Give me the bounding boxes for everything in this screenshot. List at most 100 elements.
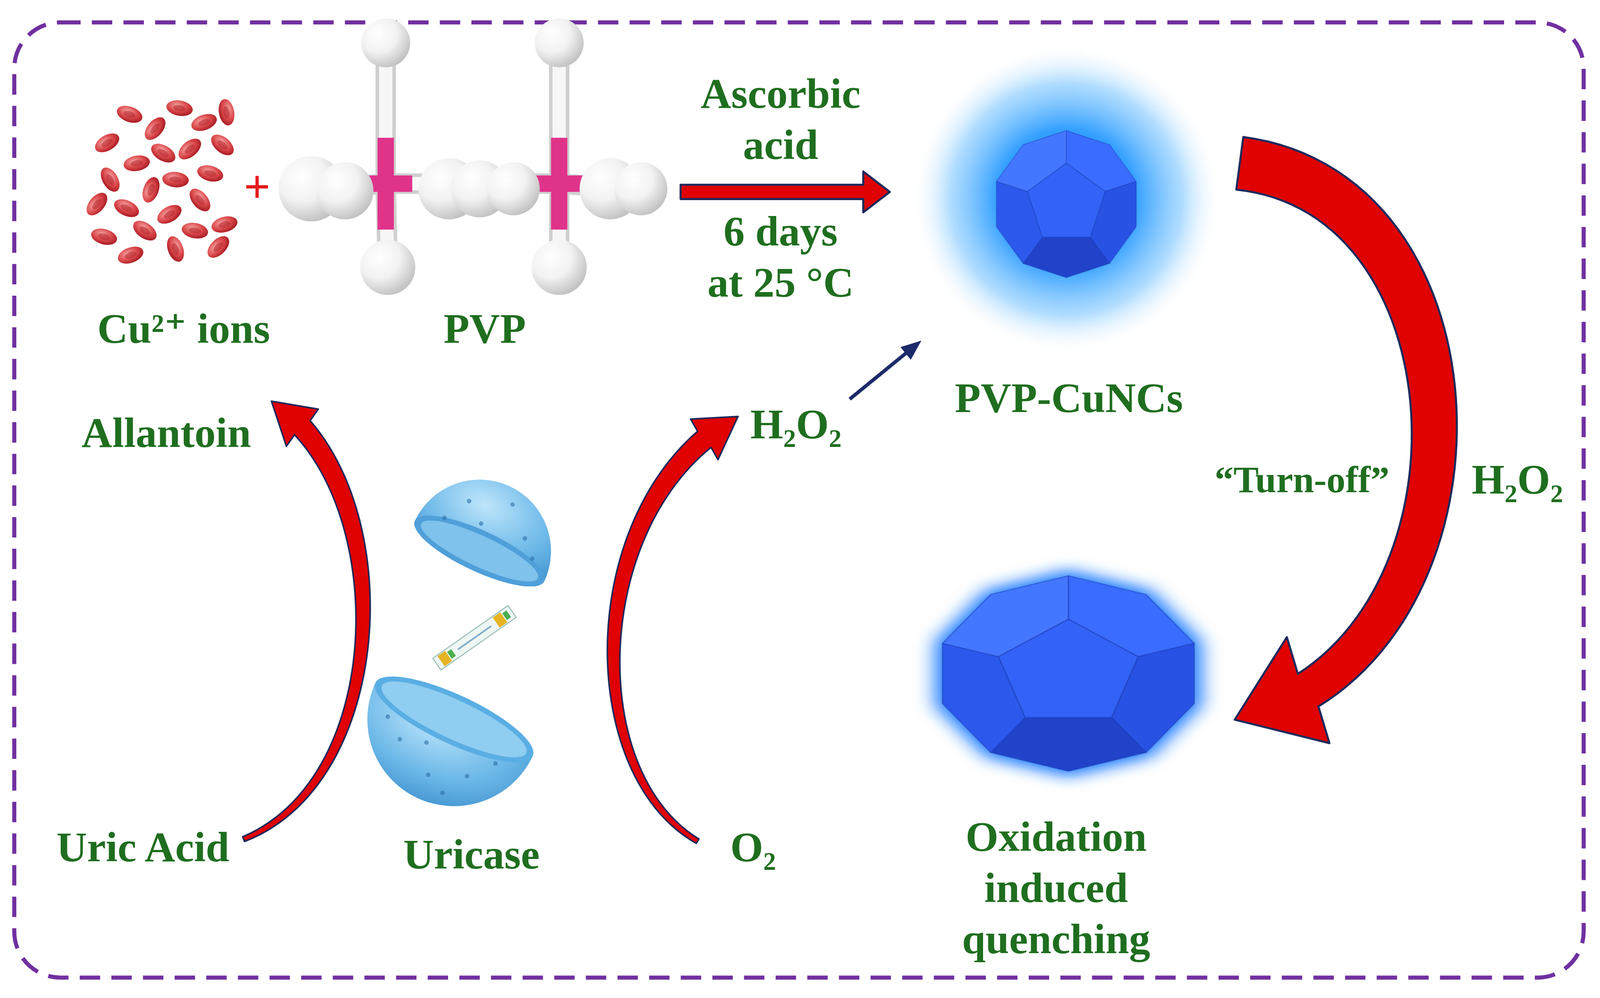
quench-arrow <box>1234 137 1457 744</box>
copper-ions-cluster <box>148 139 179 167</box>
node-text: PVP <box>443 303 526 355</box>
copper-ions-cluster <box>189 110 220 135</box>
plus-sign: + <box>243 161 271 213</box>
peroxide-label: H₂O₂ <box>746 394 846 454</box>
node-text: Oxidation induced quenching <box>961 811 1151 965</box>
node-text: Uricase <box>403 828 540 880</box>
text-line: acid <box>700 119 861 171</box>
quenched-figure: Oxidation induced quenching <box>918 571 1195 965</box>
copper-ions-cluster <box>139 174 163 206</box>
text-line: induced <box>961 862 1151 914</box>
pvp-molecule <box>534 18 584 68</box>
uricase-enzyme <box>492 760 499 767</box>
copper-ions-cluster <box>140 113 170 144</box>
uricase-enzyme <box>502 610 512 620</box>
quenched-nanocluster <box>942 575 1195 772</box>
uricase-enzyme <box>432 605 516 670</box>
uricase-enzyme <box>477 520 484 527</box>
copper-ions-cluster <box>185 184 215 215</box>
uricase-enzyme <box>365 660 544 779</box>
uricase-enzyme <box>415 509 545 592</box>
product-label: Allantoin <box>77 403 255 463</box>
copper-ions-cluster <box>111 195 142 221</box>
copper-ions-cluster <box>82 97 239 267</box>
dashed-frame <box>14 22 1584 978</box>
uricase-enzyme <box>466 497 473 504</box>
uricase-enzyme <box>406 501 554 600</box>
uricase-enzyme <box>365 710 499 811</box>
node-text: PVP-CuNCs <box>955 372 1184 424</box>
copper-ions-cluster <box>209 213 239 236</box>
text-line: Ascorbic <box>700 68 861 120</box>
uricase-enzyme <box>457 625 492 650</box>
ion-figure: Cu²⁺ ions <box>86 91 281 354</box>
uricase-enzyme <box>339 660 544 835</box>
uricase-enzyme <box>447 648 457 659</box>
glowing-nanocluster <box>911 43 1222 354</box>
uricase-enzyme <box>463 772 470 779</box>
pvp-molecule <box>532 175 586 192</box>
quenched-nanocluster <box>935 569 1202 778</box>
uricase-enzyme <box>521 534 528 541</box>
pvp-molecule <box>486 162 540 215</box>
uricase-enzyme <box>425 771 431 778</box>
copper-ions-cluster <box>180 220 210 241</box>
copper-ions-cluster <box>216 97 237 127</box>
condition-note: 6 days at 25 °C <box>707 205 854 308</box>
copper-ions-cluster <box>122 153 152 173</box>
pvp-molecule <box>360 239 416 296</box>
polymer-figure: PVP <box>291 15 679 354</box>
node-text: Cu²⁺ ions <box>97 303 271 355</box>
copper-ions-cluster <box>207 130 238 160</box>
oxidation-arrow <box>242 401 371 841</box>
copper-ions-cluster <box>89 225 119 248</box>
copper-ions-cluster <box>195 162 225 185</box>
pvp-molecule <box>278 18 668 296</box>
reagent-label: H₂O₂ <box>1471 453 1564 506</box>
uricase-enzyme <box>441 477 553 562</box>
pvp-molecule <box>359 137 586 230</box>
uricase-enzyme <box>529 555 535 562</box>
text-line: 6 days <box>707 205 854 258</box>
text-line: quenching <box>961 913 1151 965</box>
uricase-enzyme <box>441 514 448 521</box>
copper-ions-cluster <box>203 232 234 262</box>
uricase-enzyme <box>384 713 391 720</box>
uricase-enzyme <box>439 789 446 796</box>
pvp-molecule <box>278 18 668 296</box>
copper-ions-cluster <box>165 98 195 118</box>
glowing-nanocluster <box>996 130 1137 278</box>
uricase-enzyme <box>423 739 430 746</box>
reagent-label: Ascorbic acid <box>700 68 861 171</box>
copper-ions-cluster <box>153 200 185 228</box>
text-line: at 25 °C <box>707 257 854 309</box>
pvp-molecule <box>316 162 374 220</box>
substrate-label: Uric Acid <box>52 817 234 877</box>
oxygen-label: O₂ <box>725 817 780 877</box>
uricase-enzyme <box>432 605 516 670</box>
copper-ions-cluster <box>115 243 146 267</box>
pvp-molecule <box>311 45 641 268</box>
uricase-enzyme <box>509 501 516 508</box>
synthesis-arrow <box>680 171 890 213</box>
uricase-enzyme <box>373 668 535 771</box>
peroxide-arrow <box>848 340 922 401</box>
pvp-molecule <box>531 239 588 296</box>
copper-ions-cluster <box>82 188 112 220</box>
node-text: Allantoin <box>81 407 251 459</box>
edge-label: “Turn-off” <box>1214 453 1390 506</box>
pvp-molecule <box>311 45 641 268</box>
copper-ions-cluster <box>114 102 145 126</box>
enzyme-figure: Uricase <box>367 464 576 880</box>
uricase-enzyme <box>339 660 544 835</box>
nanocluster-figure: PVP-CuNCs <box>918 45 1220 424</box>
copper-ions-cluster <box>161 170 190 189</box>
glowing-nanocluster <box>911 43 1222 354</box>
quenched-nanocluster <box>935 569 1202 778</box>
pvp-molecule <box>614 162 668 215</box>
copper-ions-cluster <box>91 129 123 157</box>
copper-ions-cluster <box>96 164 124 196</box>
node-text: Uric Acid <box>56 821 230 873</box>
